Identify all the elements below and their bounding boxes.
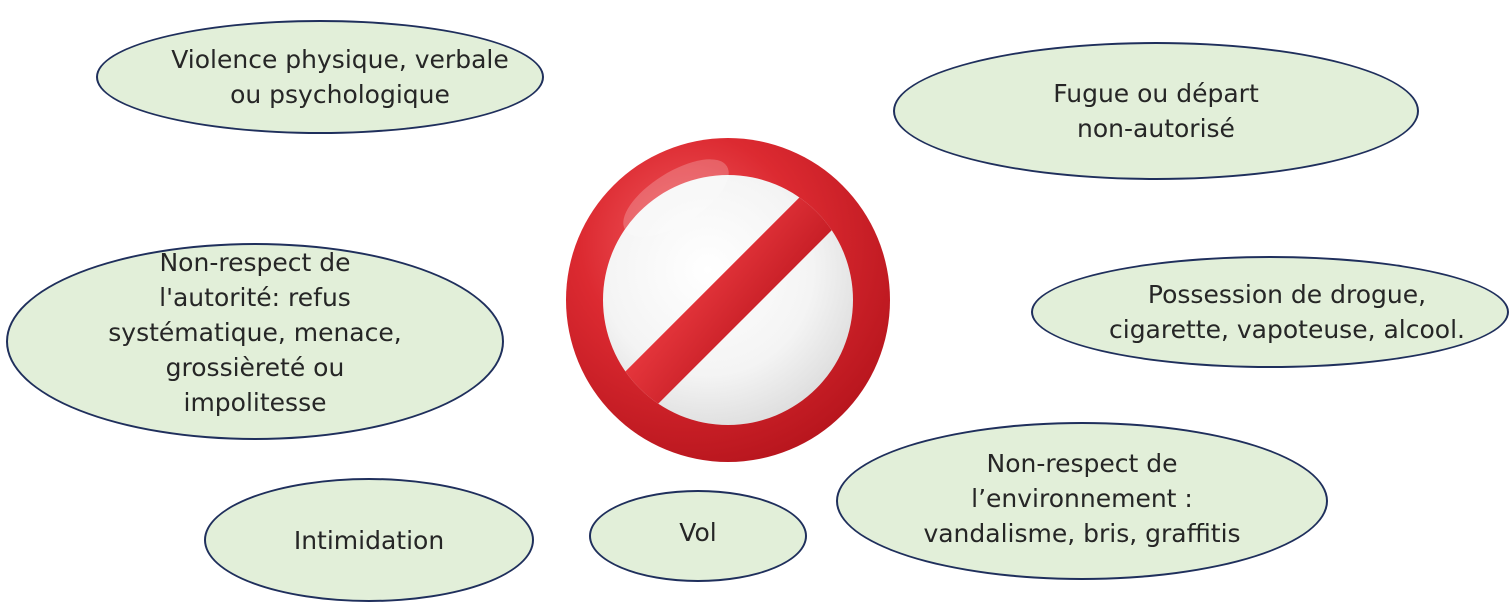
- bubble-vol: Vol: [589, 490, 807, 582]
- bubble-possession-drogue-text: Possession de drogue, cigarette, vapoteu…: [1109, 280, 1465, 344]
- bubble-violence-text: Violence physique, verbale ou psychologi…: [171, 45, 509, 109]
- sign-diagonal-bar: [603, 175, 853, 425]
- bubble-vol-text: Vol: [679, 517, 717, 547]
- bubble-possession-drogue: Possession de drogue, cigarette, vapoteu…: [1031, 256, 1509, 368]
- bubble-intimidation: Intimidation: [204, 478, 534, 602]
- bubble-non-respect-autorite-text: Non-respect de l'autorité: refus systéma…: [108, 248, 402, 417]
- bubble-intimidation-text: Intimidation: [293, 525, 445, 555]
- bubble-violence: Violence physique, verbale ou psychologi…: [96, 20, 544, 134]
- bubble-non-respect-autorite: Non-respect de l'autorité: refus systéma…: [6, 243, 504, 440]
- bubble-fugue: Fugue ou départ non-autorisé: [893, 42, 1419, 180]
- prohibition-sign-icon: [566, 138, 890, 462]
- bubble-non-respect-environnement-text: Non-respect de l’environnement : vandali…: [923, 448, 1241, 548]
- sign-highlight: [623, 159, 729, 237]
- bubble-non-respect-environnement: Non-respect de l’environnement : vandali…: [836, 422, 1328, 580]
- bubble-fugue-text: Fugue ou départ non-autorisé: [1053, 79, 1259, 143]
